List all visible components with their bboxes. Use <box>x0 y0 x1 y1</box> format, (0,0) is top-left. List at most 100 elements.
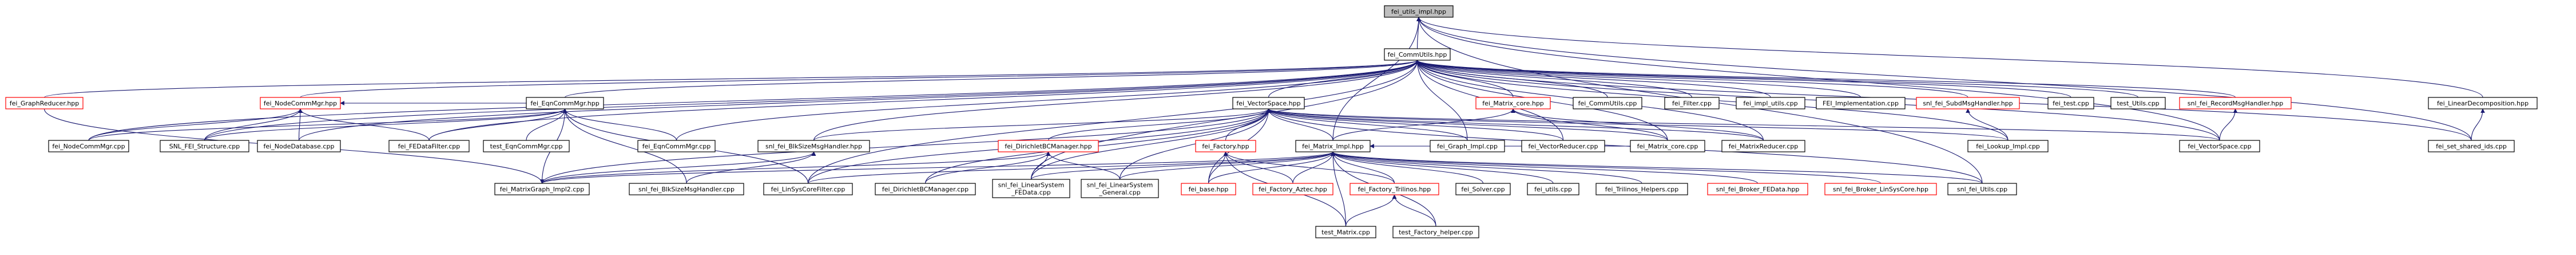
node-fei_Matrix_core_cpp[interactable]: fei_Matrix_core.cpp <box>1630 140 1705 152</box>
node-fei_NodeDatabase_cpp[interactable]: fei_NodeDatabase.cpp <box>257 140 341 152</box>
node-snl_fei_Utils_cpp[interactable]: snl_fei_Utils.cpp <box>1947 183 2017 195</box>
node-fei_Factory_Trilinos_hpp[interactable]: fei_Factory_Trilinos.hpp <box>1349 183 1439 195</box>
node-fei_NodeCommMgr_hpp[interactable]: fei_NodeCommMgr.hpp <box>260 97 341 109</box>
node-fei_CommUtils_cpp[interactable]: fei_CommUtils.cpp <box>1573 97 1642 109</box>
edge-fei_NodeDatabase_cpp-to-fei_CommUtils_hpp <box>298 60 1420 141</box>
node-fei_VectorSpace_cpp[interactable]: fei_VectorSpace.cpp <box>2179 140 2260 152</box>
node-box <box>1181 183 1236 195</box>
node-box <box>257 140 341 152</box>
node-label: fei_MatrixGraph_Impl2.cpp <box>500 186 585 193</box>
node-box <box>637 140 716 152</box>
node-box <box>160 140 249 152</box>
node-box <box>1349 183 1439 195</box>
node-fei_DirichletBCManager_hpp[interactable]: fei_DirichletBCManager.hpp <box>998 140 1099 152</box>
node-fei_LinSysCoreFilter_cpp[interactable]: fei_LinSysCoreFilter.cpp <box>763 183 853 195</box>
node-label: fei_Factory.hpp <box>1202 143 1249 150</box>
node-snl_fei_RecordMsgHandler_hpp[interactable]: snl_fei_RecordMsgHandler.hpp <box>2179 97 2292 109</box>
node-fei_base_hpp[interactable]: fei_base.hpp <box>1181 183 1236 195</box>
node-box <box>1521 140 1605 152</box>
edge-fei_Lookup_Impl_cpp-to-snl_fei_SubdMsgHandler_hpp <box>1966 108 2009 141</box>
node-fei_VectorSpace_hpp[interactable]: fei_VectorSpace.hpp <box>1232 97 1305 109</box>
node-snl_fei_LinearSystem_General_cpp[interactable]: snl_fei_LinearSystem_General.cpp <box>1081 179 1159 198</box>
node-snl_fei_SubdMsgHandler_hpp[interactable]: snl_fei_SubdMsgHandler.hpp <box>1916 97 2020 109</box>
edge-fei_MatrixReducer_cpp-to-fei_Matrix_core_hpp <box>1511 108 1764 141</box>
node-fei_Lookup_Impl_cpp[interactable]: fei_Lookup_Impl.cpp <box>1967 140 2049 152</box>
node-box <box>1392 226 1479 238</box>
node-fei_utils_cpp[interactable]: fei_utils.cpp <box>1527 183 1579 195</box>
node-label: snl_fei_Utils.cpp <box>1957 186 2007 193</box>
node-fei_MatrixReducer_cpp[interactable]: fei_MatrixReducer.cpp <box>1721 140 1805 152</box>
node-box <box>757 140 870 152</box>
node-fei_LinearDecomposition_hpp[interactable]: fei_LinearDecomposition.hpp <box>2428 97 2538 109</box>
node-snl_fei_BlkSizeMsgHandler_hpp[interactable]: snl_fei_BlkSizeMsgHandler.hpp <box>757 140 870 152</box>
node-label: fei_Matrix_core.hpp <box>1482 100 1544 107</box>
node-test_Utils_cpp[interactable]: test_Utils.cpp <box>2110 97 2166 109</box>
edge-fei_Graph_Impl_cpp-to-fei_CommUtils_hpp <box>1415 60 1468 141</box>
edge-test_Utils_cpp-to-fei_CommUtils_hpp <box>1415 60 2139 98</box>
node-fei_EqnCommMgr_hpp[interactable]: fei_EqnCommMgr.hpp <box>526 97 604 109</box>
node-snl_fei_LinearSystem_FEData_cpp[interactable]: snl_fei_LinearSystem_FEData.cpp <box>992 179 1070 198</box>
edge-snl_fei_LinearSystem_FEData_cpp-to-fei_Matrix_Impl_hpp <box>1030 151 1335 180</box>
node-fei_Graph_Impl_cpp[interactable]: fei_Graph_Impl.cpp <box>1430 140 1505 152</box>
edge-fei_Matrix_Impl_hpp-to-fei_VectorSpace_hpp <box>1266 108 1333 141</box>
node-label: fei_VectorSpace.cpp <box>2188 143 2251 150</box>
node-box <box>1824 183 1937 195</box>
edge-fei_NodeCommMgr_cpp-to-fei_NodeCommMgr_hpp <box>88 108 303 141</box>
node-fei_Filter_cpp[interactable]: fei_Filter.cpp <box>1664 97 1720 109</box>
edge-fei_NodeDatabase_cpp-to-fei_NodeCommMgr_hpp <box>298 108 303 141</box>
node-test_EqnCommMgr_cpp[interactable]: test_EqnCommMgr.cpp <box>483 140 570 152</box>
node-label: fei_GraphReducer.hpp <box>10 100 80 107</box>
node-fei_Solver_cpp[interactable]: fei_Solver.cpp <box>1455 183 1511 195</box>
node-fei_Matrix_core_hpp[interactable]: fei_Matrix_core.hpp <box>1475 97 1551 109</box>
edge-snl_fei_Utils_cpp-to-fei_Matrix_Impl_hpp <box>1331 151 1983 184</box>
node-fei_utils_impl_hpp[interactable]: fei_utils_impl.hpp <box>1384 5 1454 18</box>
node-snl_fei_BlkSizeMsgHandler_cpp[interactable]: snl_fei_BlkSizeMsgHandler.cpp <box>629 183 744 195</box>
edge-fei_Matrix_core_cpp-to-fei_Matrix_core_hpp <box>1511 108 1668 141</box>
edge-SNL_FEI_Structure_cpp-to-fei_EqnCommMgr_hpp <box>204 108 567 141</box>
node-label: snl_fei_BlkSizeMsgHandler.hpp <box>765 143 862 150</box>
node-fei_Factory_Aztec_hpp[interactable]: fei_Factory_Aztec.hpp <box>1252 183 1333 195</box>
node-SNL_FEI_Structure_cpp[interactable]: SNL_FEI_Structure.cpp <box>160 140 249 152</box>
node-fei_Factory_hpp[interactable]: fei_Factory.hpp <box>1195 140 1256 152</box>
edge-fei_DirichletBCManager_cpp-to-fei_DirichletBCManager_hpp <box>924 151 1051 184</box>
node-fei_set_shared_ids_cpp[interactable]: fei_set_shared_ids.cpp <box>2428 140 2515 152</box>
node-test_Factory_helper_cpp[interactable]: test_Factory_helper.cpp <box>1392 226 1479 238</box>
edge-fei_MatrixGraph_Impl2_cpp-to-fei_VectorSpace_hpp <box>541 108 1271 184</box>
node-fei_FEDataFilter_cpp[interactable]: fei_FEDataFilter.cpp <box>388 140 470 152</box>
edge-fei_LinSysCoreFilter_cpp-to-fei_Matrix_Impl_hpp <box>807 151 1335 184</box>
node-box <box>483 140 570 152</box>
edge-fei_Filter_cpp-to-fei_CommUtils_hpp <box>1415 60 1693 98</box>
node-fei_Trilinos_Helpers_cpp[interactable]: fei_Trilinos_Helpers.cpp <box>1595 183 1688 195</box>
node-fei_test_cpp[interactable]: fei_test.cpp <box>2047 97 2094 109</box>
node-label: fei_utils.cpp <box>1534 186 1572 193</box>
node-box <box>1455 183 1511 195</box>
node-fei_NodeCommMgr_cpp[interactable]: fei_NodeCommMgr.cpp <box>48 140 129 152</box>
node-label: fei_VectorSpace.hpp <box>1236 100 1300 107</box>
edge-fei_Matrix_core_cpp-to-fei_VectorSpace_hpp <box>1266 108 1668 141</box>
node-fei_DirichletBCManager_cpp[interactable]: fei_DirichletBCManager.cpp <box>875 183 976 195</box>
node-FEI_Implementation_cpp[interactable]: FEI_Implementation.cpp <box>1816 97 1906 109</box>
node-label: fei_NodeCommMgr.cpp <box>52 143 125 150</box>
node-fei_Matrix_Impl_hpp[interactable]: fei_Matrix_Impl.hpp <box>1295 140 1371 152</box>
node-test_Matrix_cpp[interactable]: test_Matrix.cpp <box>1315 226 1376 238</box>
edge-fei_EqnCommMgr_cpp-to-fei_EqnCommMgr_hpp <box>562 108 677 141</box>
node-label: fei_Matrix_core.cpp <box>1637 143 1698 150</box>
node-fei_CommUtils_hpp[interactable]: fei_CommUtils.hpp <box>1384 48 1451 61</box>
node-label: snl_fei_LinearSystem <box>998 182 1065 189</box>
node-fei_impl_utils_cpp[interactable]: fei_impl_utils.cpp <box>1736 97 1805 109</box>
node-snl_fei_Broker_FEData_hpp[interactable]: snl_fei_Broker_FEData.hpp <box>1707 183 1808 195</box>
node-fei_MatrixGraph_Impl2_cpp[interactable]: fei_MatrixGraph_Impl2.cpp <box>494 183 590 195</box>
node-box <box>1195 140 1256 152</box>
edge-test_Matrix_cpp-to-fei_Factory_Trilinos_hpp <box>1345 194 1397 227</box>
edge-fei_Factory_Aztec_hpp-to-fei_Factory_hpp <box>1223 151 1293 184</box>
node-fei_VectorReducer_cpp[interactable]: fei_VectorReducer.cpp <box>1521 140 1605 152</box>
node-fei_GraphReducer_hpp[interactable]: fei_GraphReducer.hpp <box>5 97 84 109</box>
node-label: fei_utils_impl.hpp <box>1391 8 1446 15</box>
node-label: fei_impl_utils.cpp <box>1743 100 1797 107</box>
node-label: snl_fei_BlkSizeMsgHandler.cpp <box>638 186 735 193</box>
node-snl_fei_Broker_LinSysCore_hpp[interactable]: snl_fei_Broker_LinSysCore.hpp <box>1824 183 1937 195</box>
node-label: fei_Factory_Aztec.hpp <box>1259 186 1327 193</box>
node-fei_EqnCommMgr_cpp[interactable]: fei_EqnCommMgr.cpp <box>637 140 716 152</box>
edge-fei_test_cpp-to-fei_CommUtils_hpp <box>1415 60 2071 98</box>
edge-fei_Matrix_Impl_hpp-to-fei_Matrix_core_hpp <box>1332 108 1515 141</box>
